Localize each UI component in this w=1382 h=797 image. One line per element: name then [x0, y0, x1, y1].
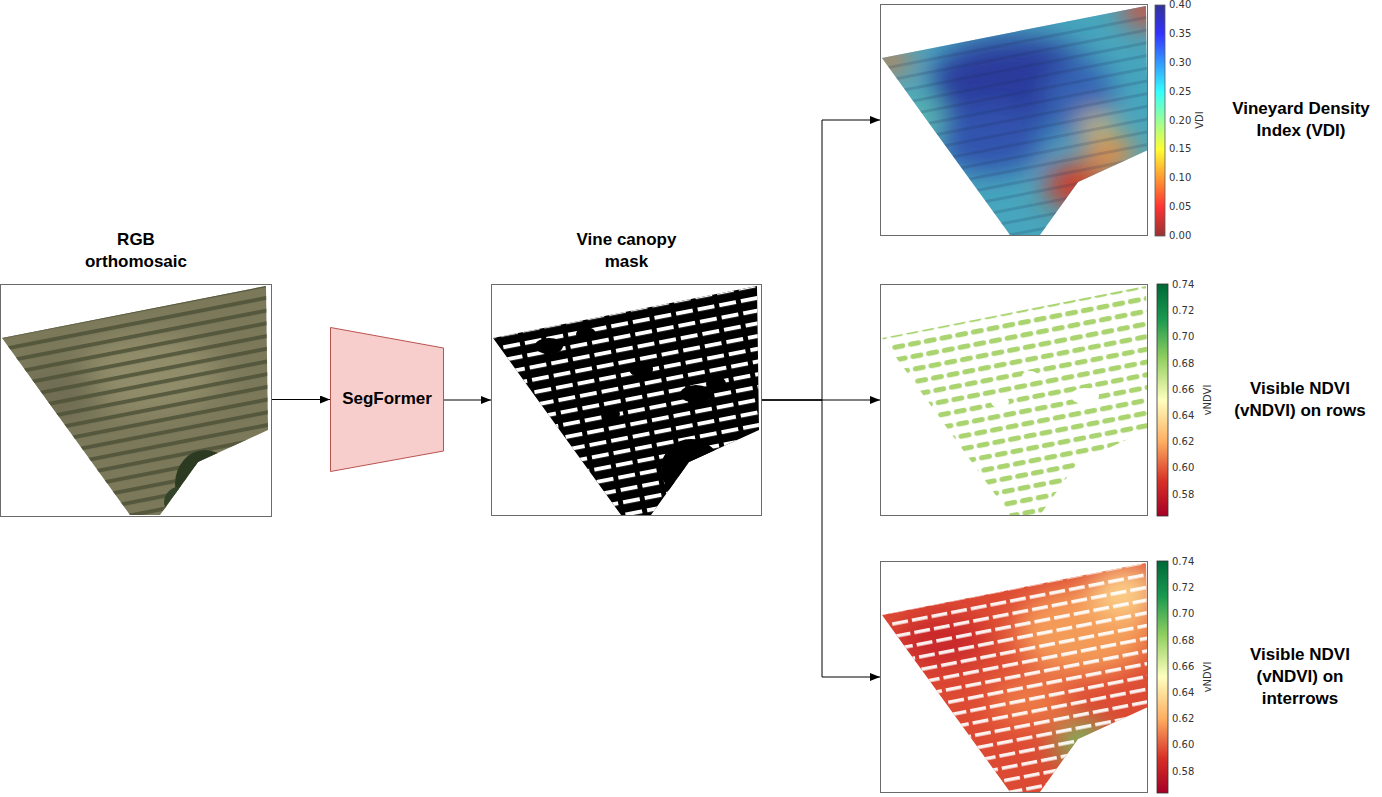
illustration-part: [629, 361, 653, 377]
vndvi-rows-map: [880, 284, 1150, 516]
image-panel: Vine canopy mask: [491, 284, 762, 516]
tick-label: 0.30: [1169, 58, 1191, 68]
panel-title: Visible NDVI (vNDVI) on interrows: [1223, 644, 1377, 710]
tick-label: 0.68: [1172, 636, 1194, 646]
illustration-part: [491, 284, 763, 517]
trapezoid-shape: [331, 328, 444, 472]
illustration-part: [602, 408, 620, 420]
vdi-map: [870, 0, 1167, 236]
illustration-part: [535, 338, 563, 354]
tick-label: 0.35: [1169, 29, 1191, 39]
illustration-part: [880, 284, 1150, 516]
map-panel: Visible NDVI (vNDVI) on rows: [880, 284, 1148, 516]
vndvi-interrows-map: [880, 561, 1160, 793]
tick-label: 0.64: [1172, 688, 1194, 698]
tick-label: 0.64: [1172, 411, 1194, 421]
illustration-part: [661, 439, 721, 499]
map-panel: Visible NDVI (vNDVI) on interrows: [880, 561, 1148, 793]
image-panel: RGB orthomosaic: [0, 284, 272, 517]
tick-label: 0.60: [1172, 740, 1194, 750]
flow-arrow: [444, 400, 491, 401]
tick-label: 0.10: [1169, 173, 1191, 183]
orthomosaic-image: [0, 284, 272, 518]
illustration-part: [1071, 388, 1099, 404]
tick-label: 0.74: [1172, 280, 1194, 290]
illustration-part: [880, 4, 1150, 236]
flow-arrow: [272, 399, 330, 400]
vndvi-colorbar: [1157, 284, 1168, 516]
tick-label: 0.70: [1172, 332, 1194, 342]
panel-title: RGB orthomosaic: [71, 229, 201, 273]
canopy-mask-image: [491, 284, 763, 517]
illustration-part: [164, 486, 200, 518]
axis-label: VDI: [1195, 111, 1205, 129]
model-name: SegFormer: [342, 388, 432, 410]
tick-label: 0.15: [1169, 144, 1191, 154]
flow-arrow: [762, 120, 880, 400]
tick-label: 0.00: [1169, 231, 1191, 241]
illustration-part: [880, 561, 1150, 793]
vdi-colorbar: [1155, 5, 1165, 236]
tick-label: 0.62: [1172, 437, 1194, 447]
illustration-part: [491, 284, 763, 517]
illustration-part: [175, 450, 235, 518]
tick-label: 0.68: [1172, 359, 1194, 369]
illustration-part: [0, 284, 272, 517]
model-block: SegFormer: [330, 327, 444, 472]
axis-label: vNDVI: [1203, 662, 1213, 693]
tick-label: 0.58: [1172, 767, 1194, 777]
illustration-part: [991, 396, 1009, 408]
illustration-part: [576, 327, 596, 341]
axis-label: vNDVI: [1203, 385, 1213, 416]
tick-label: 0.40: [1169, 0, 1191, 10]
panel-title: Visible NDVI (vNDVI) on rows: [1223, 378, 1377, 422]
vndvi-colorbar: [1157, 561, 1168, 793]
illustration-part: [0, 284, 272, 517]
illustration-part: [706, 376, 726, 392]
tick-label: 0.70: [1172, 609, 1194, 619]
tick-label: 0.05: [1169, 202, 1191, 212]
tick-label: 0.25: [1169, 87, 1191, 97]
tick-label: 0.20: [1169, 116, 1191, 126]
tick-label: 0.62: [1172, 714, 1194, 724]
panel-title: Vineyard Density Index (VDI): [1231, 98, 1371, 142]
tick-label: 0.60: [1172, 463, 1194, 473]
flow-arrow: [762, 400, 880, 677]
tick-label: 0.66: [1172, 385, 1194, 395]
tick-label: 0.58: [1172, 490, 1194, 500]
illustration-part: [880, 4, 1150, 236]
tick-label: 0.72: [1172, 306, 1194, 316]
tick-label: 0.74: [1172, 557, 1194, 567]
illustration-part: [880, 561, 1150, 793]
tick-label: 0.72: [1172, 583, 1194, 593]
illustration-part: [1022, 371, 1038, 381]
tick-label: 0.66: [1172, 662, 1194, 672]
map-panel: Vineyard Density Index (VDI): [880, 4, 1148, 236]
panel-title: Vine canopy mask: [557, 229, 697, 273]
